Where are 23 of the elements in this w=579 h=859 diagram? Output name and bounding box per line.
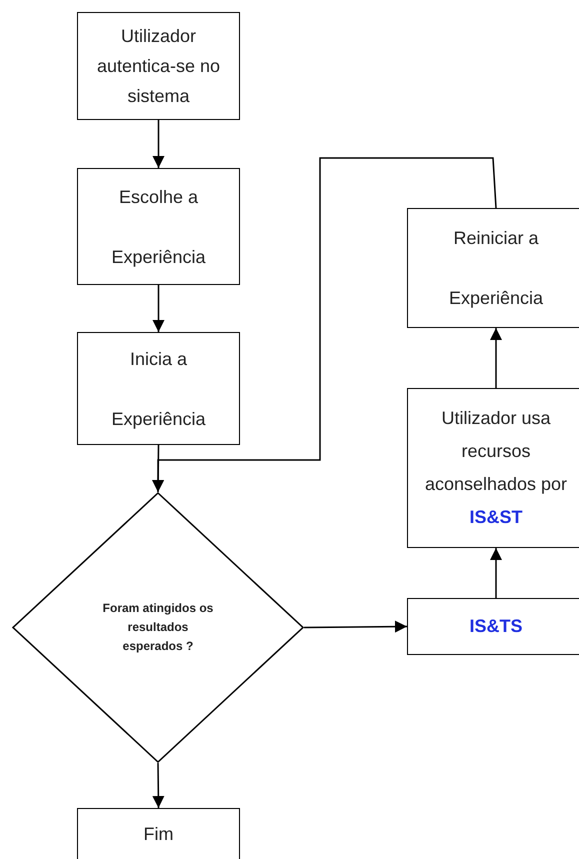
node-label: Foram atingidos os resultados esperados ? (102, 600, 214, 655)
node-label: Escolhe a Experiência (110, 186, 207, 269)
decision-diamond (12, 492, 304, 763)
node-label: IS&TS (469, 615, 522, 638)
node-label: Utilizador autentica-se no sistema (96, 25, 222, 108)
process-box (77, 808, 240, 859)
arrow (152, 120, 164, 168)
arrow (152, 157, 497, 492)
process-box (407, 598, 579, 655)
arrow (490, 328, 502, 388)
node-label: Utilizador usa recursos aconselhados por IS&ST (424, 407, 568, 529)
node-label: Fim (144, 823, 174, 846)
process-box (77, 12, 240, 120)
arrow (490, 548, 502, 598)
process-box (407, 388, 579, 548)
process-box (407, 208, 579, 328)
process-box (77, 168, 240, 285)
node-label: Reiniciar a Experiência (448, 227, 544, 310)
arrow (304, 620, 407, 633)
arrow (152, 285, 164, 332)
process-box (77, 332, 240, 445)
arrow (152, 763, 164, 808)
node-label: Inicia a Experiência (110, 348, 207, 431)
